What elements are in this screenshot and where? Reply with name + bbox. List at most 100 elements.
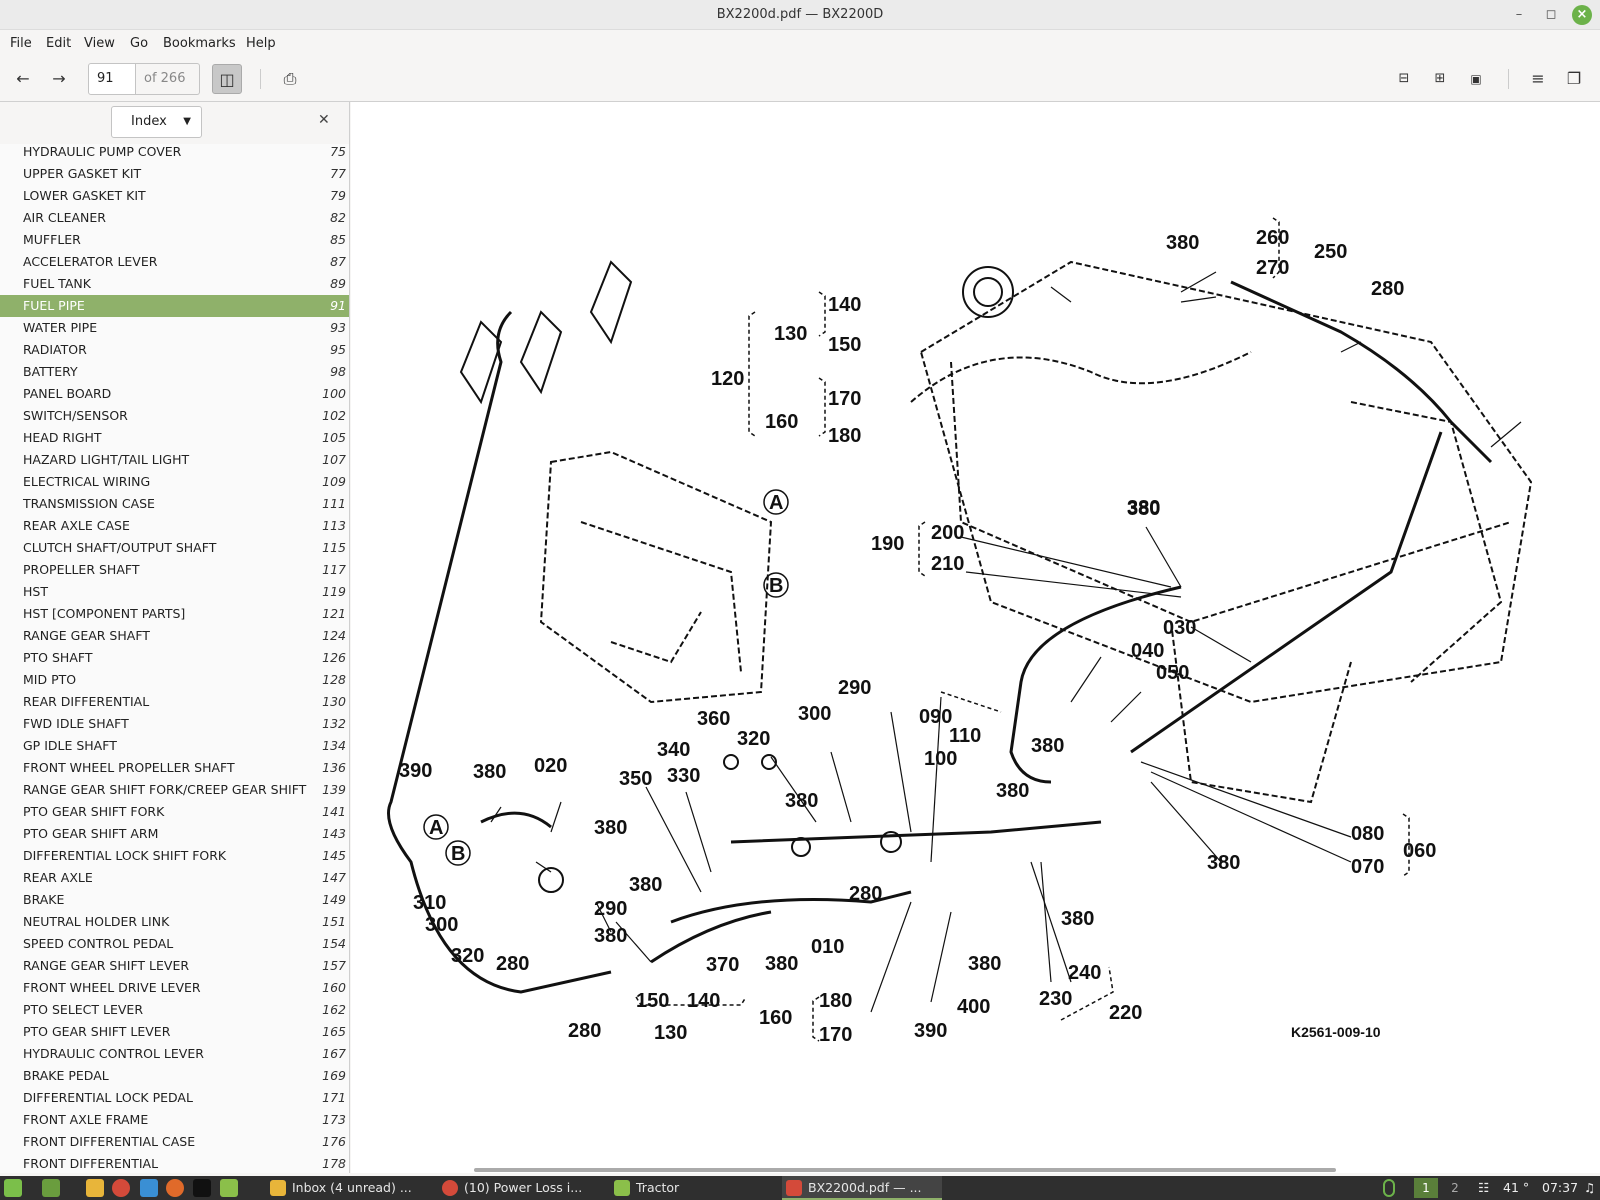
sidebar-close-icon[interactable]: ✕ — [318, 112, 330, 128]
menu-view[interactable]: View — [84, 36, 115, 51]
index-item-page: 141 — [322, 804, 346, 819]
wps-icon[interactable] — [140, 1179, 158, 1197]
workspace-2[interactable]: 2 — [1451, 1181, 1459, 1195]
index-item-page: 128 — [322, 672, 346, 687]
back-arrow-icon[interactable]: ← — [16, 69, 30, 88]
chrome-icon[interactable] — [112, 1179, 130, 1197]
index-item-page: 95 — [330, 342, 346, 357]
menu-go[interactable]: Go — [130, 36, 149, 51]
diagram-callout: A — [769, 492, 783, 514]
forward-arrow-icon[interactable]: → — [52, 69, 66, 88]
menu-edit[interactable]: Edit — [46, 36, 72, 51]
show-desktop-icon[interactable] — [42, 1179, 60, 1197]
zoom-out-icon[interactable]: ⊟ — [1398, 71, 1410, 86]
minimize-icon[interactable]: – — [1515, 7, 1523, 22]
files-icon[interactable] — [220, 1179, 238, 1197]
mouse-status-icon[interactable] — [1383, 1179, 1395, 1197]
index-item-page: 165 — [322, 1024, 346, 1039]
zoom-original-icon[interactable]: ▣ — [1470, 72, 1482, 86]
sidebar-mode-select[interactable]: Index ▼ — [111, 106, 202, 138]
menu-bookmarks[interactable]: Bookmarks — [163, 36, 236, 51]
index-item[interactable]: HST [COMPONENT PARTS]121 — [0, 603, 349, 625]
terminal-icon[interactable] — [193, 1179, 211, 1197]
task-folder[interactable]: Tractor — [610, 1176, 770, 1200]
chrome-icon — [442, 1180, 458, 1196]
diagram-callout: 380 — [1166, 232, 1199, 254]
close-icon[interactable]: × — [1572, 5, 1592, 25]
print-icon[interactable]: ⎙ — [283, 69, 297, 88]
task-browser[interactable]: (10) Power Loss i... — [438, 1176, 598, 1200]
menu-launcher-icon[interactable] — [4, 1179, 22, 1197]
index-item-page: 121 — [322, 606, 346, 621]
firefox-icon[interactable] — [166, 1179, 184, 1197]
diagram-callout: 160 — [759, 1007, 792, 1029]
zoom-in-icon[interactable]: ⊞ — [1434, 71, 1446, 86]
menu-file[interactable]: File — [10, 36, 32, 51]
task-label: Inbox (4 unread) ... — [292, 1180, 412, 1195]
dual-page-icon[interactable]: ❐ — [1566, 69, 1582, 88]
diagram-callout: 380 — [765, 953, 798, 975]
diagram-callout: 380 — [785, 790, 818, 812]
workspace-1[interactable]: 1 — [1414, 1178, 1438, 1198]
horizontal-scrollbar[interactable] — [474, 1168, 1336, 1172]
clock[interactable]: 07:37 — [1542, 1180, 1579, 1195]
music-note-icon[interactable]: ♫ — [1584, 1180, 1596, 1195]
sidebar-toggle-icon[interactable]: ◫ — [212, 64, 242, 94]
mail-app-icon[interactable] — [86, 1179, 104, 1197]
task-pdf-viewer[interactable]: BX2200d.pdf — ... — [782, 1176, 942, 1200]
network-icon[interactable]: ☷ — [1478, 1180, 1490, 1195]
continuous-view-icon[interactable]: ≡ — [1531, 69, 1545, 88]
task-mail[interactable]: Inbox (4 unread) ... — [266, 1176, 426, 1200]
maximize-icon[interactable]: ◻ — [1545, 7, 1557, 22]
menu-help[interactable]: Help — [246, 36, 276, 51]
page-number-input[interactable]: 91 — [88, 63, 136, 95]
